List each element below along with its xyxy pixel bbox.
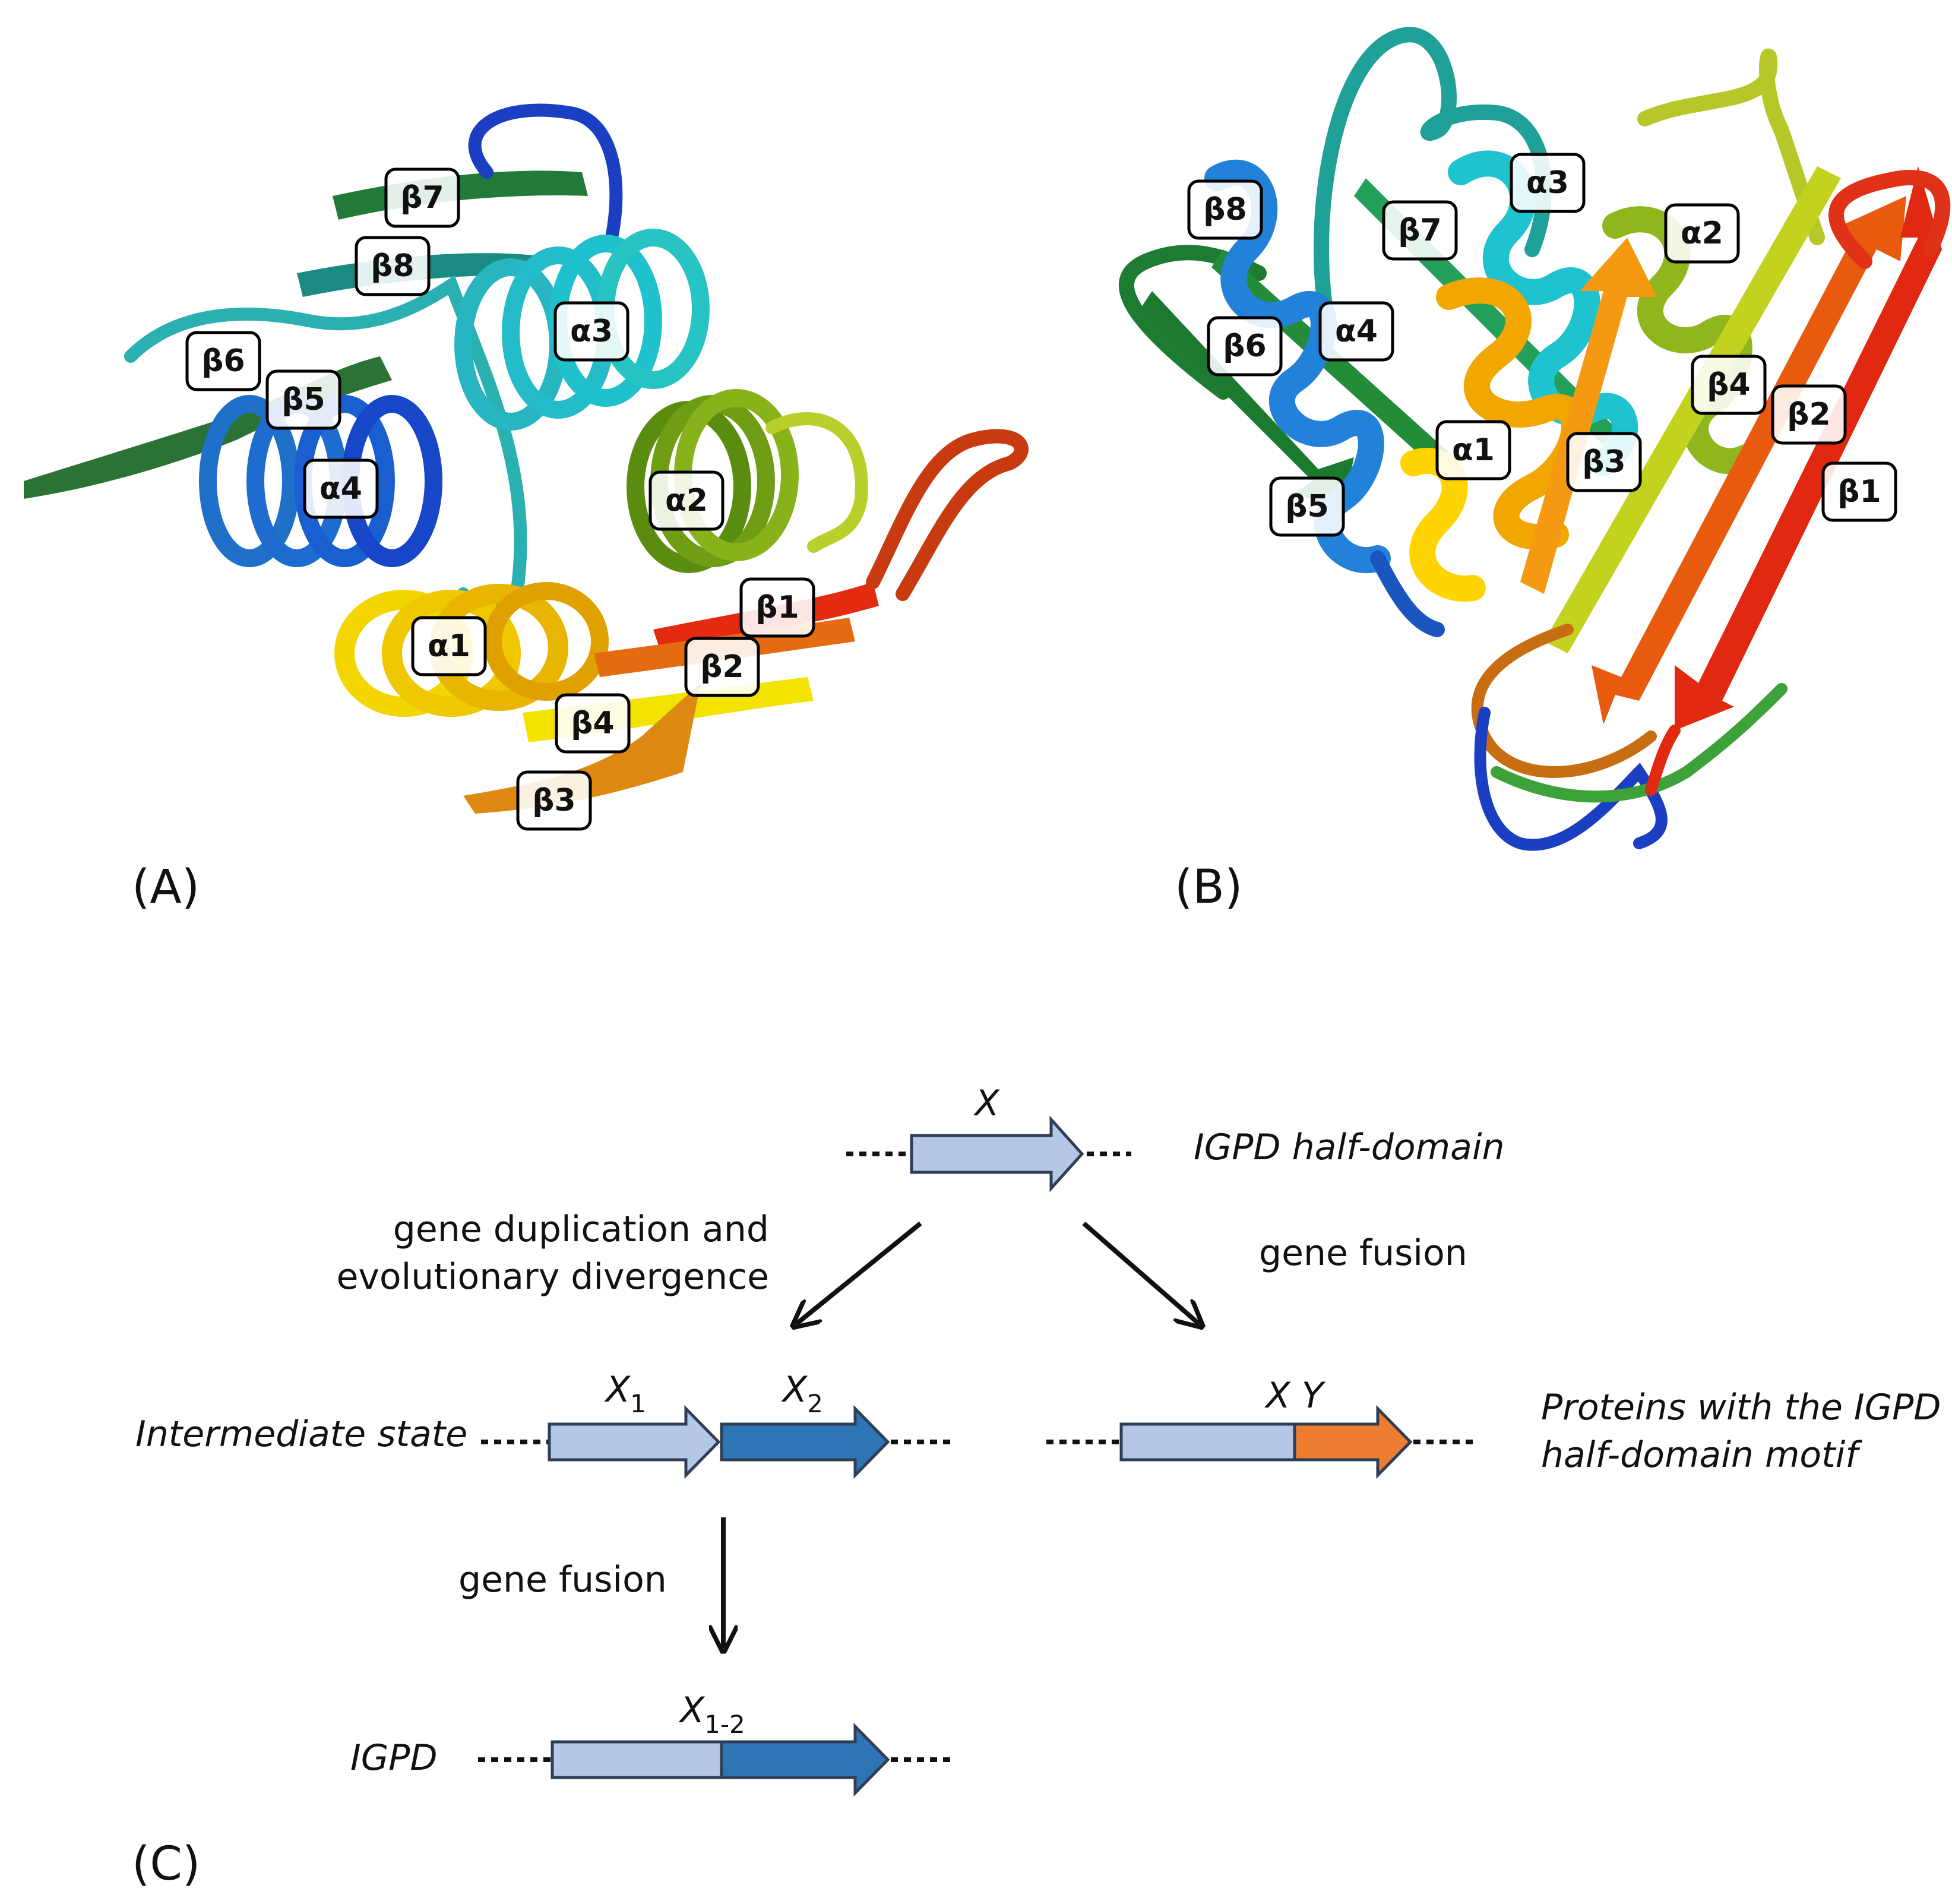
- panel-a-label-alpha1: α1: [411, 616, 487, 676]
- final-x1-segment: [551, 1740, 723, 1779]
- panel-a-structure: [24, 103, 1029, 814]
- final-name: X1-2: [678, 1690, 745, 1739]
- gene-x1-arrow: [548, 1405, 721, 1479]
- arrow-to-fusion: [1082, 1221, 1200, 1324]
- intermediate-description: Intermediate state: [135, 1413, 467, 1455]
- gene-x1-label: X1: [604, 1369, 646, 1418]
- panel-b-top-loop: [1314, 27, 1552, 340]
- panel-b-bottom-loop-green: [1491, 683, 1788, 803]
- svg-text:β5: β5: [281, 382, 325, 418]
- panel-a-label-alpha2: α2: [648, 470, 725, 531]
- panel-a-label-beta5: β5: [265, 369, 341, 430]
- fusion-y-arrow: [1293, 1405, 1413, 1479]
- panel-b-label-beta5: β5: [1269, 476, 1345, 537]
- svg-text:β1: β1: [755, 590, 799, 625]
- duplication-text-line2: evolutionary divergence: [337, 1256, 770, 1298]
- panel-b-label-beta3: β3: [1566, 432, 1642, 492]
- panel-b-strand-beta4: [1544, 166, 1841, 653]
- panel-a-label-alpha4: α4: [303, 458, 379, 519]
- panel-a-label-beta1: β1: [739, 577, 815, 638]
- svg-text:α1: α1: [1452, 432, 1495, 468]
- intermediate-state: Intermediate state X1 X2: [135, 1369, 950, 1479]
- panel-b-label-alpha4: α4: [1318, 301, 1394, 362]
- fusion-description-line1: Proteins with the IGPD: [1541, 1387, 1941, 1428]
- panel-b-label-beta1: β1: [1821, 461, 1897, 522]
- gene-x: X IGPD half-domain: [846, 1083, 1505, 1193]
- svg-text:β2: β2: [700, 649, 744, 685]
- final-description: IGPD: [350, 1737, 438, 1779]
- panel-a-loop-blue-top: [468, 103, 623, 244]
- panel-b-strand-beta5: [1140, 291, 1354, 511]
- svg-text:β7: β7: [400, 180, 444, 216]
- panel-b-strand-beta3: [1520, 238, 1657, 594]
- gene-x-description: IGPD half-domain: [1194, 1127, 1505, 1168]
- svg-text:α4: α4: [319, 471, 362, 507]
- panel-b-bottom-loop-blue: [1474, 707, 1668, 851]
- svg-text:β4: β4: [1707, 367, 1750, 403]
- right-fusion-text: gene fusion: [1259, 1232, 1467, 1274]
- svg-text:β1: β1: [1837, 474, 1881, 510]
- arrow-to-intermediate: [796, 1221, 922, 1324]
- panel-b-label-beta2: β2: [1771, 384, 1847, 445]
- panel-b-label-beta7: β7: [1382, 200, 1458, 261]
- panel-b-red-top-loop: [1828, 170, 1951, 269]
- panel-a-beta-strand-3: [463, 683, 701, 814]
- panel-b-label-alpha1: α1: [1435, 420, 1511, 480]
- duplication-text-line1: gene duplication and: [393, 1209, 769, 1250]
- panel-c-label: (C): [132, 1837, 200, 1891]
- fusion-name: X Y: [1264, 1375, 1326, 1416]
- panel-b-label-alpha3: α3: [1510, 153, 1586, 213]
- panel-b-strand-beta2: [1592, 196, 1906, 725]
- panel-a-label-beta2: β2: [684, 637, 760, 697]
- svg-text:α1: α1: [428, 628, 470, 664]
- svg-text:β2: β2: [1787, 397, 1830, 432]
- panel-a-label-beta8: β8: [355, 236, 431, 296]
- panel-b-labels: β8 β7 α3 α2 β6 α4 β4 β2: [1187, 153, 1897, 537]
- down-fusion-text: gene fusion: [458, 1559, 667, 1601]
- panel-b-label: (B): [1175, 861, 1242, 914]
- panel-b-red-tail: [1645, 725, 1681, 796]
- svg-text:β4: β4: [571, 706, 614, 741]
- svg-text:β5: β5: [1285, 489, 1328, 524]
- svg-text:β8: β8: [1203, 192, 1247, 227]
- final-x2-arrow: [720, 1722, 890, 1797]
- svg-text:α3: α3: [570, 314, 613, 349]
- panel-a-label-alpha3: α3: [553, 301, 629, 362]
- gene-x2-arrow: [720, 1405, 890, 1479]
- gene-x-arrow: [910, 1115, 1084, 1193]
- svg-text:β8: β8: [371, 248, 414, 284]
- fusion-product: X Y Proteins with the IGPD half-domain m…: [1046, 1375, 1941, 1479]
- gene-x-name: X: [973, 1083, 1000, 1124]
- panel-a-label-beta3: β3: [516, 770, 592, 831]
- panel-a-label-beta7: β7: [384, 167, 460, 228]
- fusion-description-line2: half-domain motif: [1541, 1434, 1862, 1476]
- panel-b-label-alpha2: α2: [1664, 203, 1740, 264]
- panel-a-label-beta6: β6: [185, 331, 261, 391]
- svg-text:α2: α2: [1681, 216, 1723, 251]
- gene-x2-label: X2: [781, 1369, 823, 1418]
- svg-text:α2: α2: [665, 483, 708, 518]
- panel-a-labels: β7 β8 β6 β5 α3 α4 α2 α1: [185, 167, 815, 831]
- panel-b-strand-beta1: [1675, 166, 1942, 730]
- panel-b-label-beta8: β8: [1187, 179, 1263, 240]
- panel-b-label-beta4: β4: [1691, 355, 1767, 415]
- panel-b-structure: [1118, 27, 1951, 851]
- svg-text:α4: α4: [1335, 314, 1378, 349]
- final-igpd: IGPD X1-2: [350, 1690, 956, 1797]
- svg-text:β6: β6: [201, 343, 245, 379]
- svg-text:β6: β6: [1223, 328, 1266, 364]
- svg-text:β3: β3: [532, 783, 575, 818]
- fusion-x-segment: [1119, 1422, 1296, 1462]
- panel-c-diagram: X IGPD half-domain gene duplication and …: [135, 1083, 1941, 1797]
- panel-a-label-beta4: β4: [555, 693, 631, 754]
- panel-b-helix-3: [1448, 150, 1638, 476]
- svg-text:α3: α3: [1526, 165, 1569, 201]
- panel-b-label-beta6: β6: [1207, 316, 1283, 377]
- panel-a-beta-strand-7: [333, 170, 588, 220]
- panel-a-red-loop: [866, 429, 1029, 601]
- svg-text:β3: β3: [1582, 444, 1625, 480]
- svg-text:β7: β7: [1398, 213, 1441, 248]
- panel-a-label: (A): [132, 861, 200, 914]
